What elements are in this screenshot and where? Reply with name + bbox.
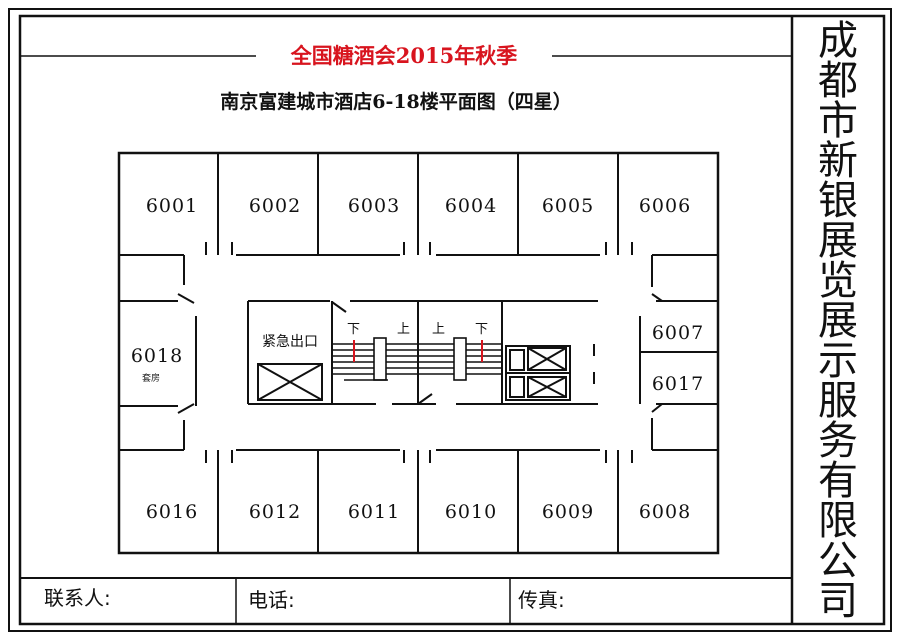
stair-up-label-right: 上	[432, 322, 445, 337]
stair-up-label-left: 上	[397, 322, 410, 337]
room-6018-note: 套房	[142, 372, 160, 384]
room-labels: 6001 6002 6003 6004 6005 6006 6007 6017 …	[131, 195, 704, 523]
staircase	[332, 337, 502, 381]
room-6008: 6008	[639, 501, 691, 523]
contact-label: 联系人:	[44, 586, 111, 610]
company-char: 示	[818, 338, 858, 384]
stair-down-label-left: 下	[347, 322, 360, 337]
company-char: 务	[818, 418, 858, 464]
company-char: 览	[818, 258, 858, 304]
page-frame	[8, 8, 892, 632]
company-char: 限	[818, 498, 858, 544]
room-6004: 6004	[445, 195, 497, 217]
company-char: 展	[818, 298, 858, 344]
room-6005: 6005	[542, 195, 594, 217]
page-subtitle: 南京富建城市酒店6-18楼平面图（四星）	[220, 90, 572, 113]
room-6001: 6001	[146, 195, 198, 217]
footer: 联系人: 电话: 传真:	[44, 586, 565, 612]
room-6006: 6006	[639, 195, 691, 217]
room-6007: 6007	[652, 322, 704, 344]
page-title: 全国糖酒会2015年秋季	[290, 43, 517, 68]
company-char: 新	[818, 138, 858, 184]
company-char: 成	[818, 18, 858, 64]
company-name: 成 都 市 新 银 展 览 展 示 服 务 有 限 公 司	[818, 18, 858, 624]
room-6003: 6003	[348, 195, 400, 217]
central-core	[247, 300, 598, 405]
company-char: 银	[818, 178, 858, 224]
fax-label: 传真:	[518, 588, 565, 612]
elevator-shafts	[505, 345, 571, 401]
emergency-exit-shaft	[257, 363, 323, 401]
company-char: 都	[818, 58, 858, 104]
emergency-exit-label: 紧急出口	[262, 334, 318, 350]
room-6009: 6009	[542, 501, 594, 523]
company-char: 公	[818, 538, 858, 584]
company-char: 市	[818, 98, 858, 144]
room-6018: 6018	[131, 345, 183, 367]
room-6002: 6002	[249, 195, 301, 217]
phone-label: 电话:	[248, 588, 295, 612]
stair-down-label-right: 下	[475, 322, 488, 337]
room-6017: 6017	[652, 373, 704, 395]
room-6011: 6011	[348, 501, 400, 523]
company-char: 有	[818, 458, 858, 504]
building-walls	[117, 151, 720, 555]
room-6012: 6012	[249, 501, 301, 523]
header: 全国糖酒会2015年秋季 南京富建城市酒店6-18楼平面图（四星）	[20, 43, 792, 113]
room-6016: 6016	[146, 501, 198, 523]
company-char: 司	[818, 578, 858, 624]
room-6010: 6010	[445, 501, 497, 523]
company-char: 展	[818, 218, 858, 264]
company-char: 服	[818, 378, 858, 424]
